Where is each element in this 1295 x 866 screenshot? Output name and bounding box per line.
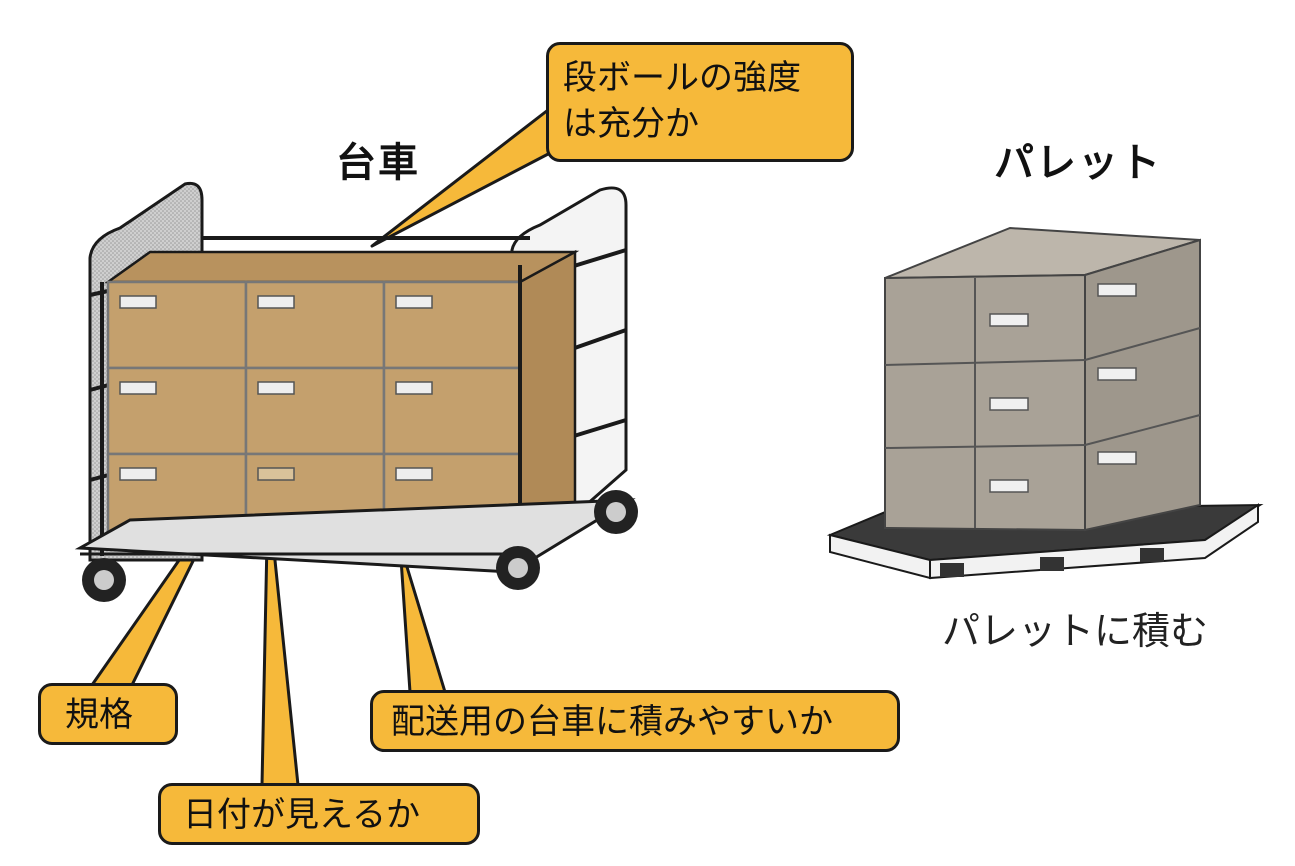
cart-boxes-side <box>518 249 577 543</box>
callout-cart-fit: 配送用の台車に積みやすいか <box>370 690 900 752</box>
callout-date-text: 日付が見えるか <box>183 795 420 835</box>
pallet-side <box>929 503 1259 580</box>
pallet-box-labels <box>989 283 1137 493</box>
callout-cart-fit-text: 配送用の台車に積みやすいか <box>391 702 833 742</box>
cart-boxes-top <box>104 250 580 284</box>
cart-box-grid <box>106 280 522 542</box>
pallet-boxes-front <box>884 273 1086 532</box>
callout-date-visible: 日付が見えるか <box>158 783 480 845</box>
callout-strength-line2: は充分か <box>563 104 699 144</box>
pallet-title: パレット <box>994 140 1162 186</box>
cart-wheels <box>82 490 638 602</box>
cart-illustration <box>74 181 638 602</box>
callout-standard: 規格 <box>38 683 178 745</box>
callout-strength-line1: 段ボールの強度 <box>563 58 801 98</box>
callout-standard-text: 規格 <box>65 695 133 735</box>
pallet-box-seams <box>884 278 1201 528</box>
cart-title: 台車 <box>336 140 420 186</box>
pallet-illustration <box>826 226 1264 580</box>
callout-box-strength: 段ボールの強度 は充分か <box>546 42 854 162</box>
pallet-caption: パレットに積む <box>942 609 1209 653</box>
cart-box-labels <box>119 295 433 481</box>
